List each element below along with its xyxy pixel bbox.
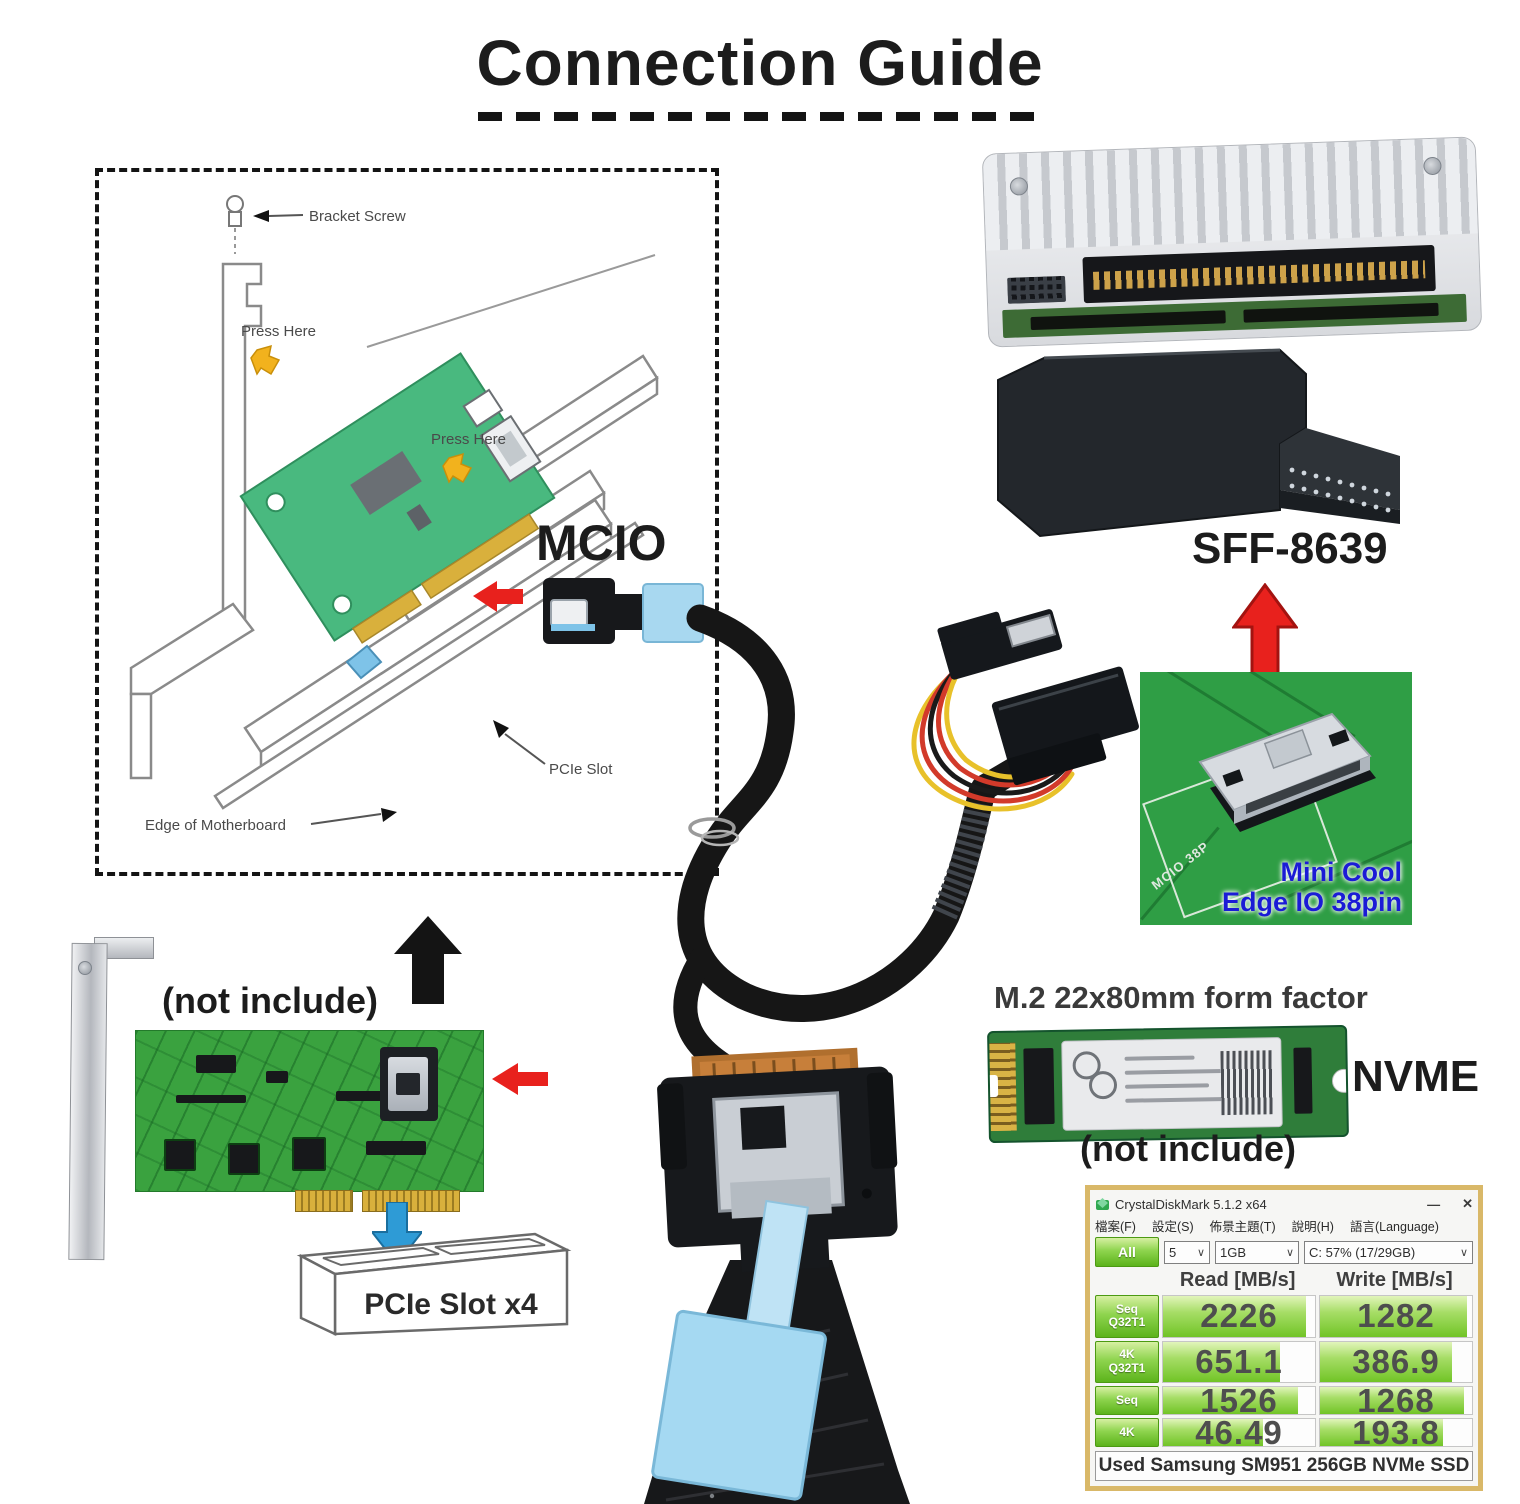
chevron-down-icon: ∨ — [1459, 1246, 1468, 1259]
m2-key-notch — [987, 1074, 999, 1098]
cdm-column-headers: Read [MB/s] Write [MB/s] — [1095, 1268, 1473, 1292]
read-value-cell: 1526 — [1162, 1386, 1316, 1416]
crystaldiskmark-window: CrystalDiskMark 5.1.2 x64 — ✕ 檔案(F) 設定(S… — [1085, 1185, 1483, 1491]
window-title: CrystalDiskMark 5.1.2 x64 — [1115, 1196, 1267, 1212]
ssd-pcb-edge — [1002, 293, 1467, 339]
pcie-slot-x4-drawing: PCIe Slot x4 — [296, 1232, 572, 1336]
m2-label-sticker — [1061, 1037, 1283, 1131]
not-include-ssd-label: (not include) — [1080, 1128, 1296, 1169]
pcie-slot-label: PCIe Slot — [549, 761, 613, 778]
sff8639-connector-photo — [997, 348, 1400, 538]
benchmark-row: 4K 46.49 193.8 — [1095, 1418, 1473, 1448]
not-include-card-label: (not include) — [162, 980, 378, 1021]
pcie-install-line-art: Bracket Screw — [129, 195, 659, 834]
write-value-cell: 1282 — [1319, 1295, 1473, 1338]
m2-mount-notch — [1331, 1068, 1349, 1094]
cdm-titlebar: CrystalDiskMark 5.1.2 x64 — ✕ — [1095, 1193, 1473, 1215]
mini-cool-edge-label: Mini Cool Edge IO 38pin — [1221, 856, 1402, 917]
card-pcb — [135, 1030, 484, 1192]
press-here-arrow-icon — [442, 452, 473, 484]
test-count-select[interactable]: 5 ∨ — [1164, 1240, 1210, 1264]
red-left-arrow-icon — [492, 1063, 548, 1095]
cdm-controls: All 5 ∨ 1GB ∨ C: 57% (17/29GB) ∨ — [1095, 1236, 1473, 1268]
menu-language[interactable]: 語言(Language) — [1349, 1220, 1439, 1234]
test-size-select[interactable]: 1GB ∨ — [1215, 1240, 1299, 1264]
write-value-cell: 386.9 — [1319, 1340, 1473, 1384]
u2-ssd-photo — [981, 136, 1483, 348]
gold-pins — [1092, 260, 1426, 290]
write-value-cell: 193.8 — [1319, 1418, 1473, 1448]
m2-form-factor-label: M.2 22x80mm form factor — [994, 980, 1368, 1015]
press-here-arrow-icon — [250, 344, 281, 376]
m2-nvme-ssd-photo — [987, 1024, 1349, 1144]
screw-icon — [78, 961, 92, 975]
page-title: Connection Guide — [476, 27, 1044, 99]
mcio-cable-connector-photo — [644, 1047, 910, 1504]
sff8639-cable-connector — [991, 666, 1139, 786]
read-value-cell: 651.1 — [1162, 1340, 1316, 1384]
pcie-gold-fingers — [295, 1190, 353, 1212]
read-header: Read [MB/s] — [1179, 1268, 1296, 1291]
press-here-label-top: Press Here — [241, 323, 316, 340]
all-test-button[interactable]: All — [1095, 1237, 1159, 1267]
bracket-screw-label: Bracket Screw — [309, 208, 406, 225]
black-up-arrow-icon — [394, 916, 462, 1004]
crystaldiskmark-icon — [1096, 1197, 1109, 1210]
pcie-slot-x4-label: PCIe Slot x4 — [364, 1288, 538, 1321]
menu-file[interactable]: 檔案(F) — [1095, 1220, 1136, 1234]
red-left-arrow-icon — [473, 581, 523, 612]
menu-help[interactable]: 說明(H) — [1291, 1220, 1334, 1234]
sff8639-label: SFF-8639 — [1192, 524, 1388, 573]
chevron-down-icon: ∨ — [1285, 1246, 1294, 1259]
diagram-blue-connector — [345, 644, 383, 680]
menu-theme[interactable]: 佈景主題(T) — [1209, 1220, 1276, 1234]
card-mcio-connector — [380, 1047, 438, 1121]
benchmark-row: Seq 1526 1268 — [1095, 1386, 1473, 1416]
mcio-connector-drawing — [543, 578, 704, 644]
target-drive-select[interactable]: C: 57% (17/29GB) ∨ — [1304, 1240, 1473, 1264]
barcode — [1220, 1050, 1274, 1116]
nvme-label: NVME — [1352, 1052, 1480, 1101]
4k-button[interactable]: 4K — [1095, 1418, 1159, 1448]
card-bracket — [68, 942, 108, 1261]
seq-button[interactable]: Seq — [1095, 1386, 1159, 1416]
close-icon[interactable]: ✕ — [1462, 1196, 1473, 1211]
jumper-pin-block — [1007, 275, 1066, 304]
edge-of-motherboard-label: Edge of Motherboard — [145, 817, 286, 834]
pcie-adapter-card-photo — [50, 935, 590, 1270]
minimize-icon[interactable]: — — [1427, 1196, 1441, 1212]
sata-power-connector — [937, 609, 1063, 680]
diagram-adapter-card — [239, 352, 556, 644]
mcio-connector-pcb-photo: MCIO 38P Mini Cool Edge IO 38pin — [1140, 672, 1412, 925]
cdm-menubar: 檔案(F) 設定(S) 佈景主題(T) 說明(H) 語言(Language) — [1095, 1215, 1473, 1236]
chevron-down-icon: ∨ — [1196, 1246, 1205, 1259]
write-value-cell: 1268 — [1319, 1386, 1473, 1416]
benchmark-footer-note: Used Samsung SM951 256GB NVMe SSD — [1095, 1451, 1473, 1482]
menu-settings[interactable]: 設定(S) — [1151, 1220, 1194, 1234]
mcio-label: MCIO — [536, 515, 667, 571]
sff8639-receptacle — [1082, 244, 1436, 304]
sata-power-and-sff8639-plug — [911, 609, 1139, 812]
write-header: Write [MB/s] — [1336, 1268, 1453, 1291]
bracket-screw-icon — [226, 195, 244, 254]
ssd-heatsink-ribs — [982, 137, 1478, 251]
press-here-label-mid: Press Here — [431, 431, 506, 448]
install-diagram-box — [95, 168, 719, 876]
read-value-cell: 2226 — [1162, 1295, 1316, 1338]
title-underline — [478, 112, 1038, 121]
read-value-cell: 46.49 — [1162, 1418, 1316, 1448]
mcio-receptacle-connector — [1198, 712, 1376, 832]
